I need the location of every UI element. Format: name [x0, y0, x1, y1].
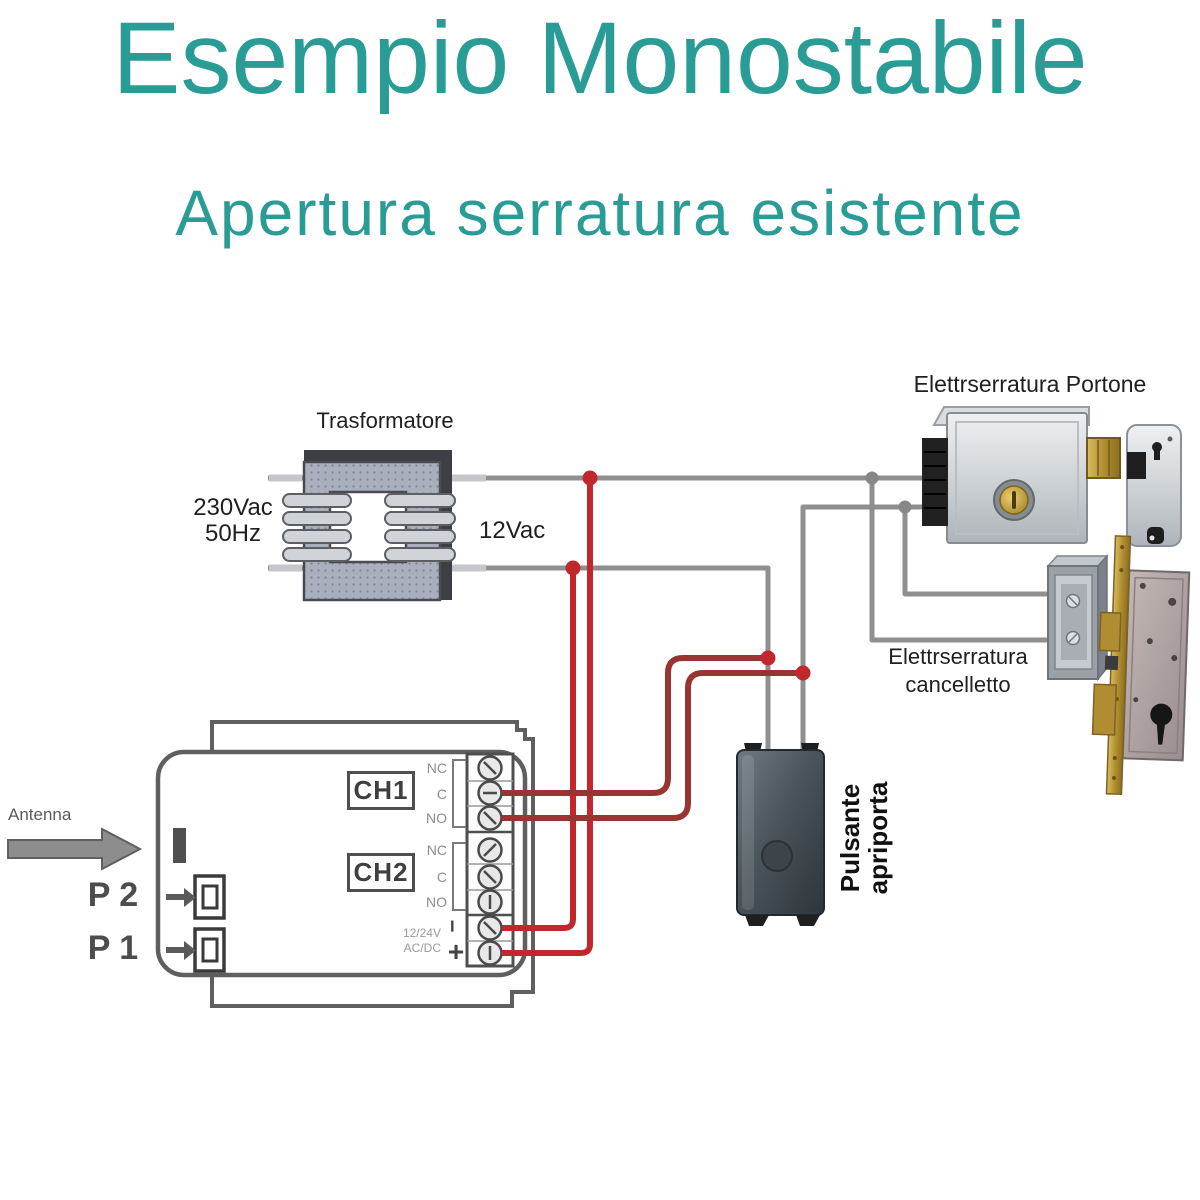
ch1-terminal-nc: NC: [426, 760, 447, 776]
ch1-terminal-c: C: [436, 786, 447, 802]
p1-label: P 1: [87, 929, 139, 967]
mortise-lock-graphic: [1091, 535, 1191, 796]
door-lock-latch: [1086, 437, 1121, 479]
wire-power-minus: [502, 568, 576, 931]
ch1-label: CH1: [347, 771, 415, 810]
terminal-screws: [477, 755, 503, 966]
gate-lock-label-line1: Elettrserratura: [888, 644, 1028, 669]
door-strike-plate: [1126, 424, 1182, 547]
antenna-arrow-icon: [7, 827, 143, 871]
power-minus-label: −: [440, 919, 465, 933]
transformer-coils: [282, 493, 456, 562]
wire-branch-to-gatelock-high: [902, 507, 1048, 597]
push-button-label-line2: apriporta: [863, 781, 893, 895]
transformer-label: Trasformatore: [316, 408, 454, 433]
push-button-graphic: [736, 743, 825, 926]
receiver-body: [155, 749, 528, 978]
antenna-label: Antenna: [8, 805, 72, 824]
secondary-voltage-label: 12Vac: [479, 517, 546, 544]
ch2-terminal-nc: NC: [426, 842, 447, 858]
ch1-terminal-no: NO: [426, 810, 447, 826]
gate-lock-label: Elettrserratura cancelletto: [868, 643, 1048, 699]
power-label-voltage: 12/24V: [402, 926, 441, 940]
wire-branch-to-gatelock-low: [869, 478, 1048, 643]
ch2-terminal-c: C: [436, 869, 447, 885]
p2-arrow-icon: [166, 888, 196, 907]
p2-label: P 2: [87, 876, 139, 914]
p2-button: [193, 874, 226, 920]
push-button-label-line1: Pulsante: [835, 783, 865, 893]
primary-voltage-value: 230Vac: [193, 494, 273, 521]
primary-frequency-value: 50Hz: [204, 520, 262, 547]
ch2-terminal-no: NO: [426, 894, 447, 910]
page-title: Esempio Monostabile: [112, 1, 1088, 115]
power-plus-label: +: [447, 936, 465, 967]
p1-arrow-icon: [166, 941, 196, 960]
transformer-graphic: [269, 450, 486, 602]
door-lock-graphic: [922, 406, 1182, 547]
wire-ch1-no: [502, 670, 801, 821]
power-label-acdc: AC/DC: [403, 941, 441, 955]
receiver-module-graphic: [7, 720, 535, 1008]
gate-strike-graphic: [1046, 554, 1109, 682]
ch2-label: CH2: [347, 853, 415, 892]
antenna-terminal-bar: [173, 828, 186, 863]
wire-power-plus: [502, 478, 593, 956]
page-subtitle: Apertura serratura esistente: [175, 177, 1025, 249]
gate-lock-label-line2: cancelletto: [905, 672, 1011, 697]
p1-button: [193, 927, 226, 973]
door-lock-label: Elettrserratura Portone: [913, 371, 1147, 397]
wire-ch1-c: [502, 655, 766, 796]
junction-dots: [565, 470, 912, 681]
